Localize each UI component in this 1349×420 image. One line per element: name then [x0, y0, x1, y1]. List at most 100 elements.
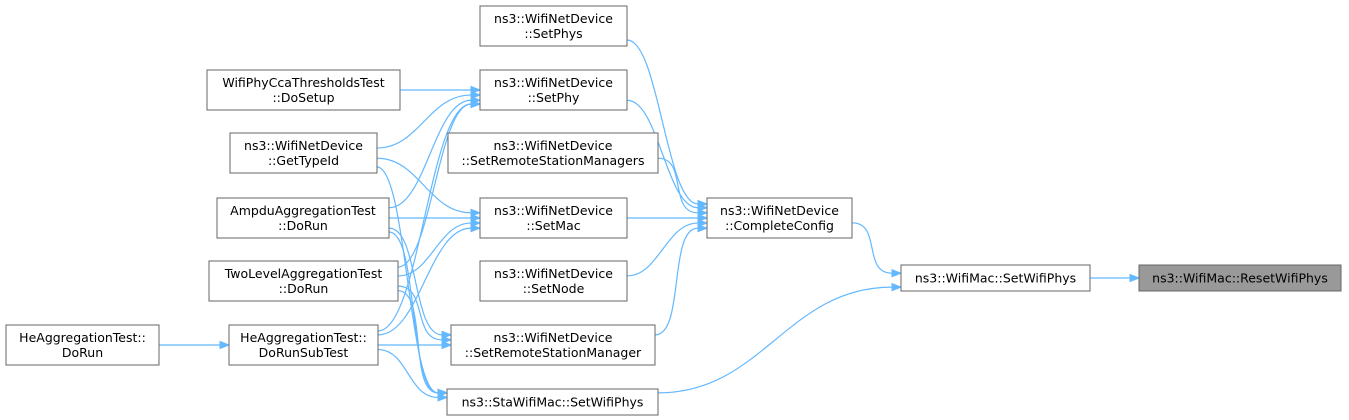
edge-arrowhead	[697, 213, 709, 223]
node-ampdu[interactable]: AmpduAggregationTest::DoRun	[216, 197, 390, 239]
node-stasetwifiphys[interactable]: ns3::StaWifiMac::SetWifiPhys	[446, 388, 659, 416]
node-box	[446, 388, 659, 416]
edge-arrowhead	[697, 223, 709, 233]
edge-setnode-to-completeconfig	[626, 218, 709, 277]
node-hesub[interactable]: HeAggregationTest::DoRunSubTest	[228, 324, 379, 366]
node-label: ::SetPhy	[528, 90, 580, 105]
node-box	[5, 324, 160, 366]
node-setphys[interactable]: ns3::WifiNetDevice::SetPhys	[479, 5, 628, 47]
edge-line	[657, 286, 893, 394]
node-label: ::SetRemoteStationManager	[465, 345, 642, 360]
node-setmac[interactable]: ns3::WifiNetDevice::SetMac	[479, 197, 628, 239]
node-box	[228, 324, 379, 366]
node-label: WifiPhyCcaThresholdsTest	[222, 75, 384, 90]
node-label: ::DoSetup	[272, 90, 334, 105]
node-label: ns3::WifiNetDevice	[720, 203, 839, 218]
node-label: ::SetMac	[526, 218, 580, 233]
edge-arrowhead	[697, 218, 709, 228]
node-box	[206, 69, 401, 111]
edge-line	[388, 99, 472, 209]
edge-arrowhead	[441, 335, 453, 345]
edge-gettypeid-to-setmac	[376, 157, 482, 218]
call-graph-nodes: ns3::WifiMac::ResetWifiPhys ns3::WifiMac:…	[5, 5, 1342, 416]
edge-line	[377, 348, 439, 399]
edge-line	[397, 222, 472, 277]
edge-twolevel-to-stasetwifiphys	[397, 290, 449, 398]
edge-line	[388, 227, 443, 336]
edge-arrowhead	[470, 223, 482, 233]
node-label: ::GetTypeId	[268, 153, 339, 168]
node-box	[229, 132, 378, 174]
node-setnode[interactable]: ns3::WifiNetDevice::SetNode	[479, 260, 628, 302]
node-box	[900, 264, 1091, 292]
node-label: DoRun	[62, 345, 103, 360]
edge-twolevel-to-setmac	[397, 218, 482, 277]
node-label: ::CompleteConfig	[725, 218, 834, 233]
node-reset[interactable]: ns3::WifiMac::ResetWifiPhys	[1138, 264, 1342, 292]
node-label: TwoLevelAggregationTest	[224, 266, 383, 281]
node-box	[479, 5, 628, 47]
edge-setmac-to-completeconfig	[627, 213, 709, 223]
node-gettypeid[interactable]: ns3::WifiNetDevice::GetTypeId	[229, 132, 378, 174]
node-label: ns3::WifiNetDevice	[244, 138, 363, 153]
node-label: ns3::StaWifiMac::SetWifiPhys	[462, 395, 644, 410]
edge-ampdu-to-stasetwifiphys	[388, 231, 449, 398]
node-label: ::SetNode	[523, 281, 585, 296]
edge-arrowhead	[470, 85, 482, 95]
node-setrsm[interactable]: ns3::WifiNetDevice::SetRemoteStationMana…	[450, 324, 656, 366]
node-ccatest[interactable]: WifiPhyCcaThresholdsTest::DoSetup	[206, 69, 401, 111]
node-label: ::DoRun	[278, 218, 328, 233]
edge-arrowhead	[441, 330, 453, 340]
edge-hesub-to-stasetwifiphys	[377, 348, 449, 402]
edge-completeconfig-to-setwifiphys	[851, 222, 903, 278]
node-label: ::SetRemoteStationManagers	[462, 153, 645, 168]
node-box	[447, 132, 659, 174]
edge-line	[397, 103, 472, 268]
edge-arrowhead	[470, 218, 482, 228]
edge-arrowhead	[437, 393, 449, 402]
edge-line	[626, 99, 699, 209]
node-herun[interactable]: HeAggregationTest::DoRun	[5, 324, 160, 366]
edge-line	[376, 166, 439, 394]
node-twolevel[interactable]: TwoLevelAggregationTest::DoRun	[208, 260, 399, 302]
edge-setphys-to-completeconfig	[626, 39, 709, 209]
edge-arrowhead	[891, 268, 903, 278]
edge-line	[851, 222, 893, 274]
node-setwifiphys[interactable]: ns3::WifiMac::SetWifiPhys	[900, 264, 1091, 292]
edge-setwifiphys-to-reset	[1090, 273, 1141, 283]
edge-arrowhead	[219, 340, 231, 350]
edge-ampdu-to-setrsm	[388, 227, 453, 340]
edge-line	[654, 227, 699, 336]
node-box	[1138, 264, 1342, 292]
edge-hesub-to-setmac	[377, 223, 482, 336]
edge-line	[626, 222, 699, 277]
edge-setphy-to-completeconfig	[626, 99, 709, 212]
node-label: ns3::WifiMac::SetWifiPhys	[915, 271, 1076, 286]
edge-setrsms-to-completeconfig	[657, 157, 709, 218]
node-label: ::SetPhys	[524, 26, 582, 41]
edge-herun-to-hesub	[158, 340, 231, 350]
node-label: ns3::WifiNetDevice	[494, 266, 613, 281]
edge-twolevel-to-setrsm	[397, 285, 453, 345]
edge-line	[376, 94, 472, 149]
edge-arrowhead	[470, 213, 482, 223]
node-setphy[interactable]: ns3::WifiNetDevice::SetPhy	[479, 69, 628, 111]
edge-stasetwifiphys-to-setwifiphys	[657, 282, 903, 394]
edge-line	[377, 227, 472, 336]
edge-line	[397, 290, 439, 394]
edge-hesub-to-setrsm	[377, 340, 453, 350]
edge-arrowhead	[1129, 273, 1141, 283]
node-label: DoRunSubTest	[259, 345, 349, 360]
edge-twolevel-to-setphy	[397, 99, 482, 268]
node-box	[706, 197, 853, 239]
node-label: ns3::WifiNetDevice	[494, 203, 613, 218]
node-label: ns3::WifiNetDevice	[494, 75, 613, 90]
node-completeconfig[interactable]: ns3::WifiNetDevice::CompleteConfig	[706, 197, 853, 239]
node-label: HeAggregationTest::	[19, 330, 146, 345]
node-setrsms[interactable]: ns3::WifiNetDevice::SetRemoteStationMana…	[447, 132, 659, 174]
node-label: AmpduAggregationTest	[230, 203, 376, 218]
edge-ccatest-to-setphy	[400, 85, 482, 95]
node-label: ns3::WifiNetDevice	[494, 11, 613, 26]
edge-line	[397, 285, 443, 341]
